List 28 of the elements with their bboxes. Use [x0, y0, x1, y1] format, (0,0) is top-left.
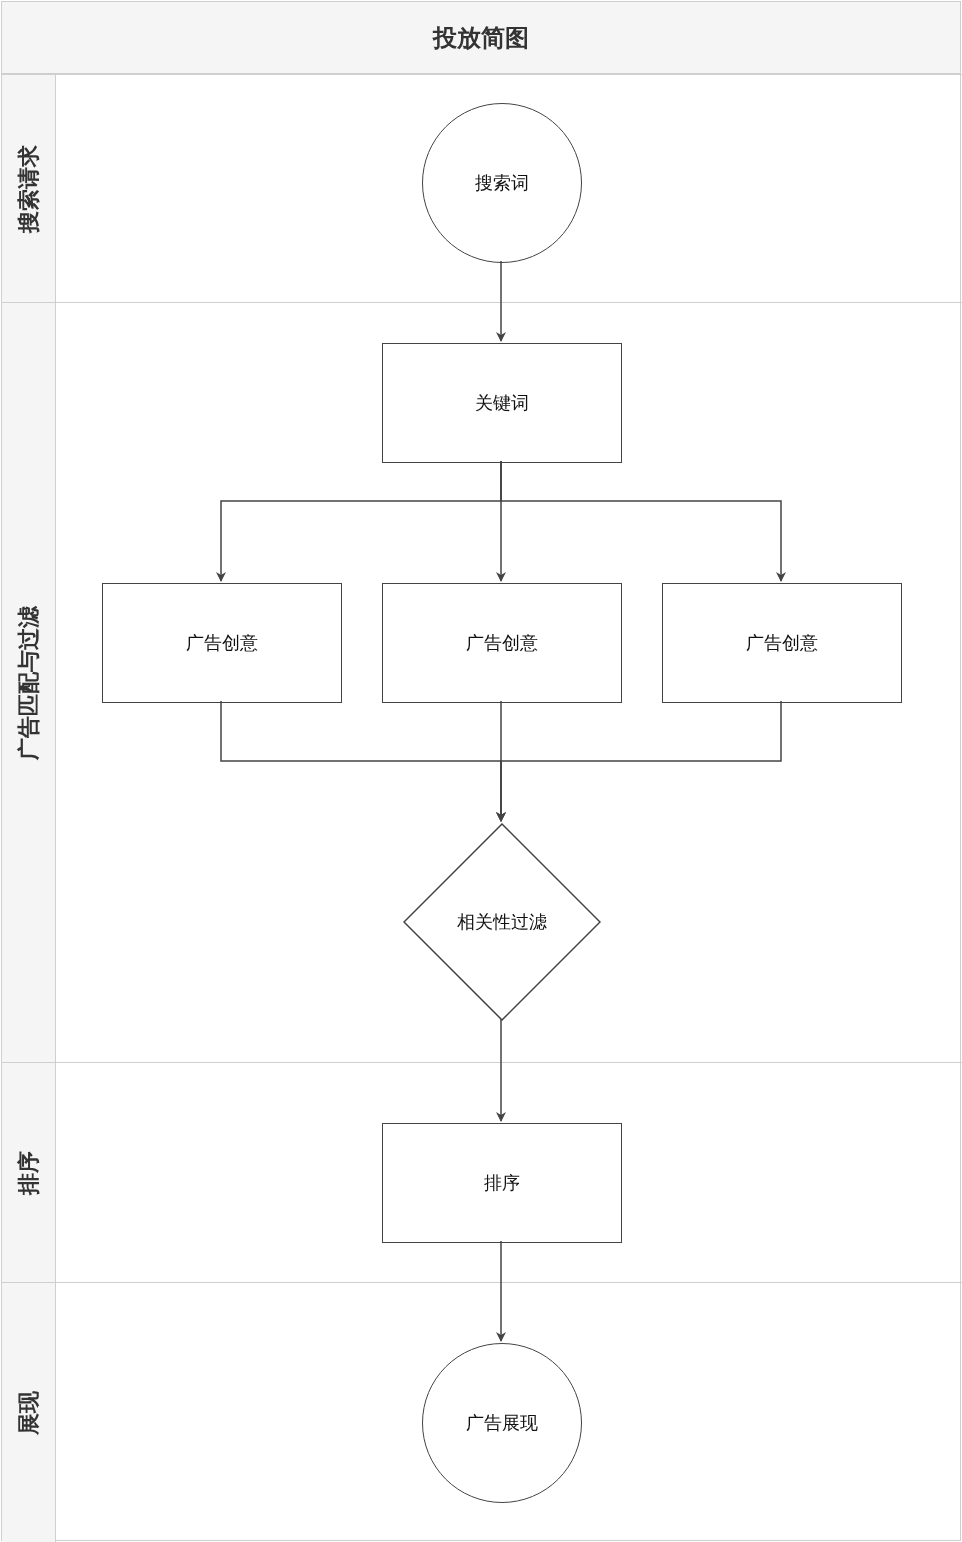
- node-label: 相关性过滤: [457, 910, 547, 934]
- lane-label: 排序: [15, 1150, 42, 1195]
- swimlane: [2, 74, 962, 302]
- swimlane: [2, 302, 962, 1062]
- node-label: 排序: [484, 1171, 520, 1195]
- decision-diamond: [403, 823, 601, 1021]
- process-box: [382, 1123, 622, 1243]
- process-box: [662, 583, 902, 703]
- process-box: [382, 343, 622, 463]
- node-label: 广告创意: [746, 631, 818, 655]
- connector-arrow: [496, 700, 782, 822]
- pool-label: 投放简图: [433, 22, 529, 54]
- lane-label: 搜索请求: [15, 144, 42, 233]
- connector-arrow: [496, 260, 506, 342]
- connector-arrow: [496, 1240, 506, 1342]
- node-label: 广告展现: [466, 1411, 538, 1435]
- connector-arrow: [500, 460, 786, 582]
- lane-label: 展现: [15, 1390, 42, 1435]
- swimlane: [2, 1062, 962, 1282]
- process-box: [102, 583, 342, 703]
- process-box: [382, 583, 622, 703]
- node-label: 广告创意: [466, 631, 538, 655]
- node-label: 关键词: [475, 391, 529, 415]
- node-label: 广告创意: [186, 631, 258, 655]
- lane-label: 广告匹配与过滤: [15, 605, 42, 760]
- node-label: 搜索词: [475, 171, 529, 195]
- connector-arrow: [496, 1018, 506, 1122]
- swimlane: [2, 1282, 962, 1542]
